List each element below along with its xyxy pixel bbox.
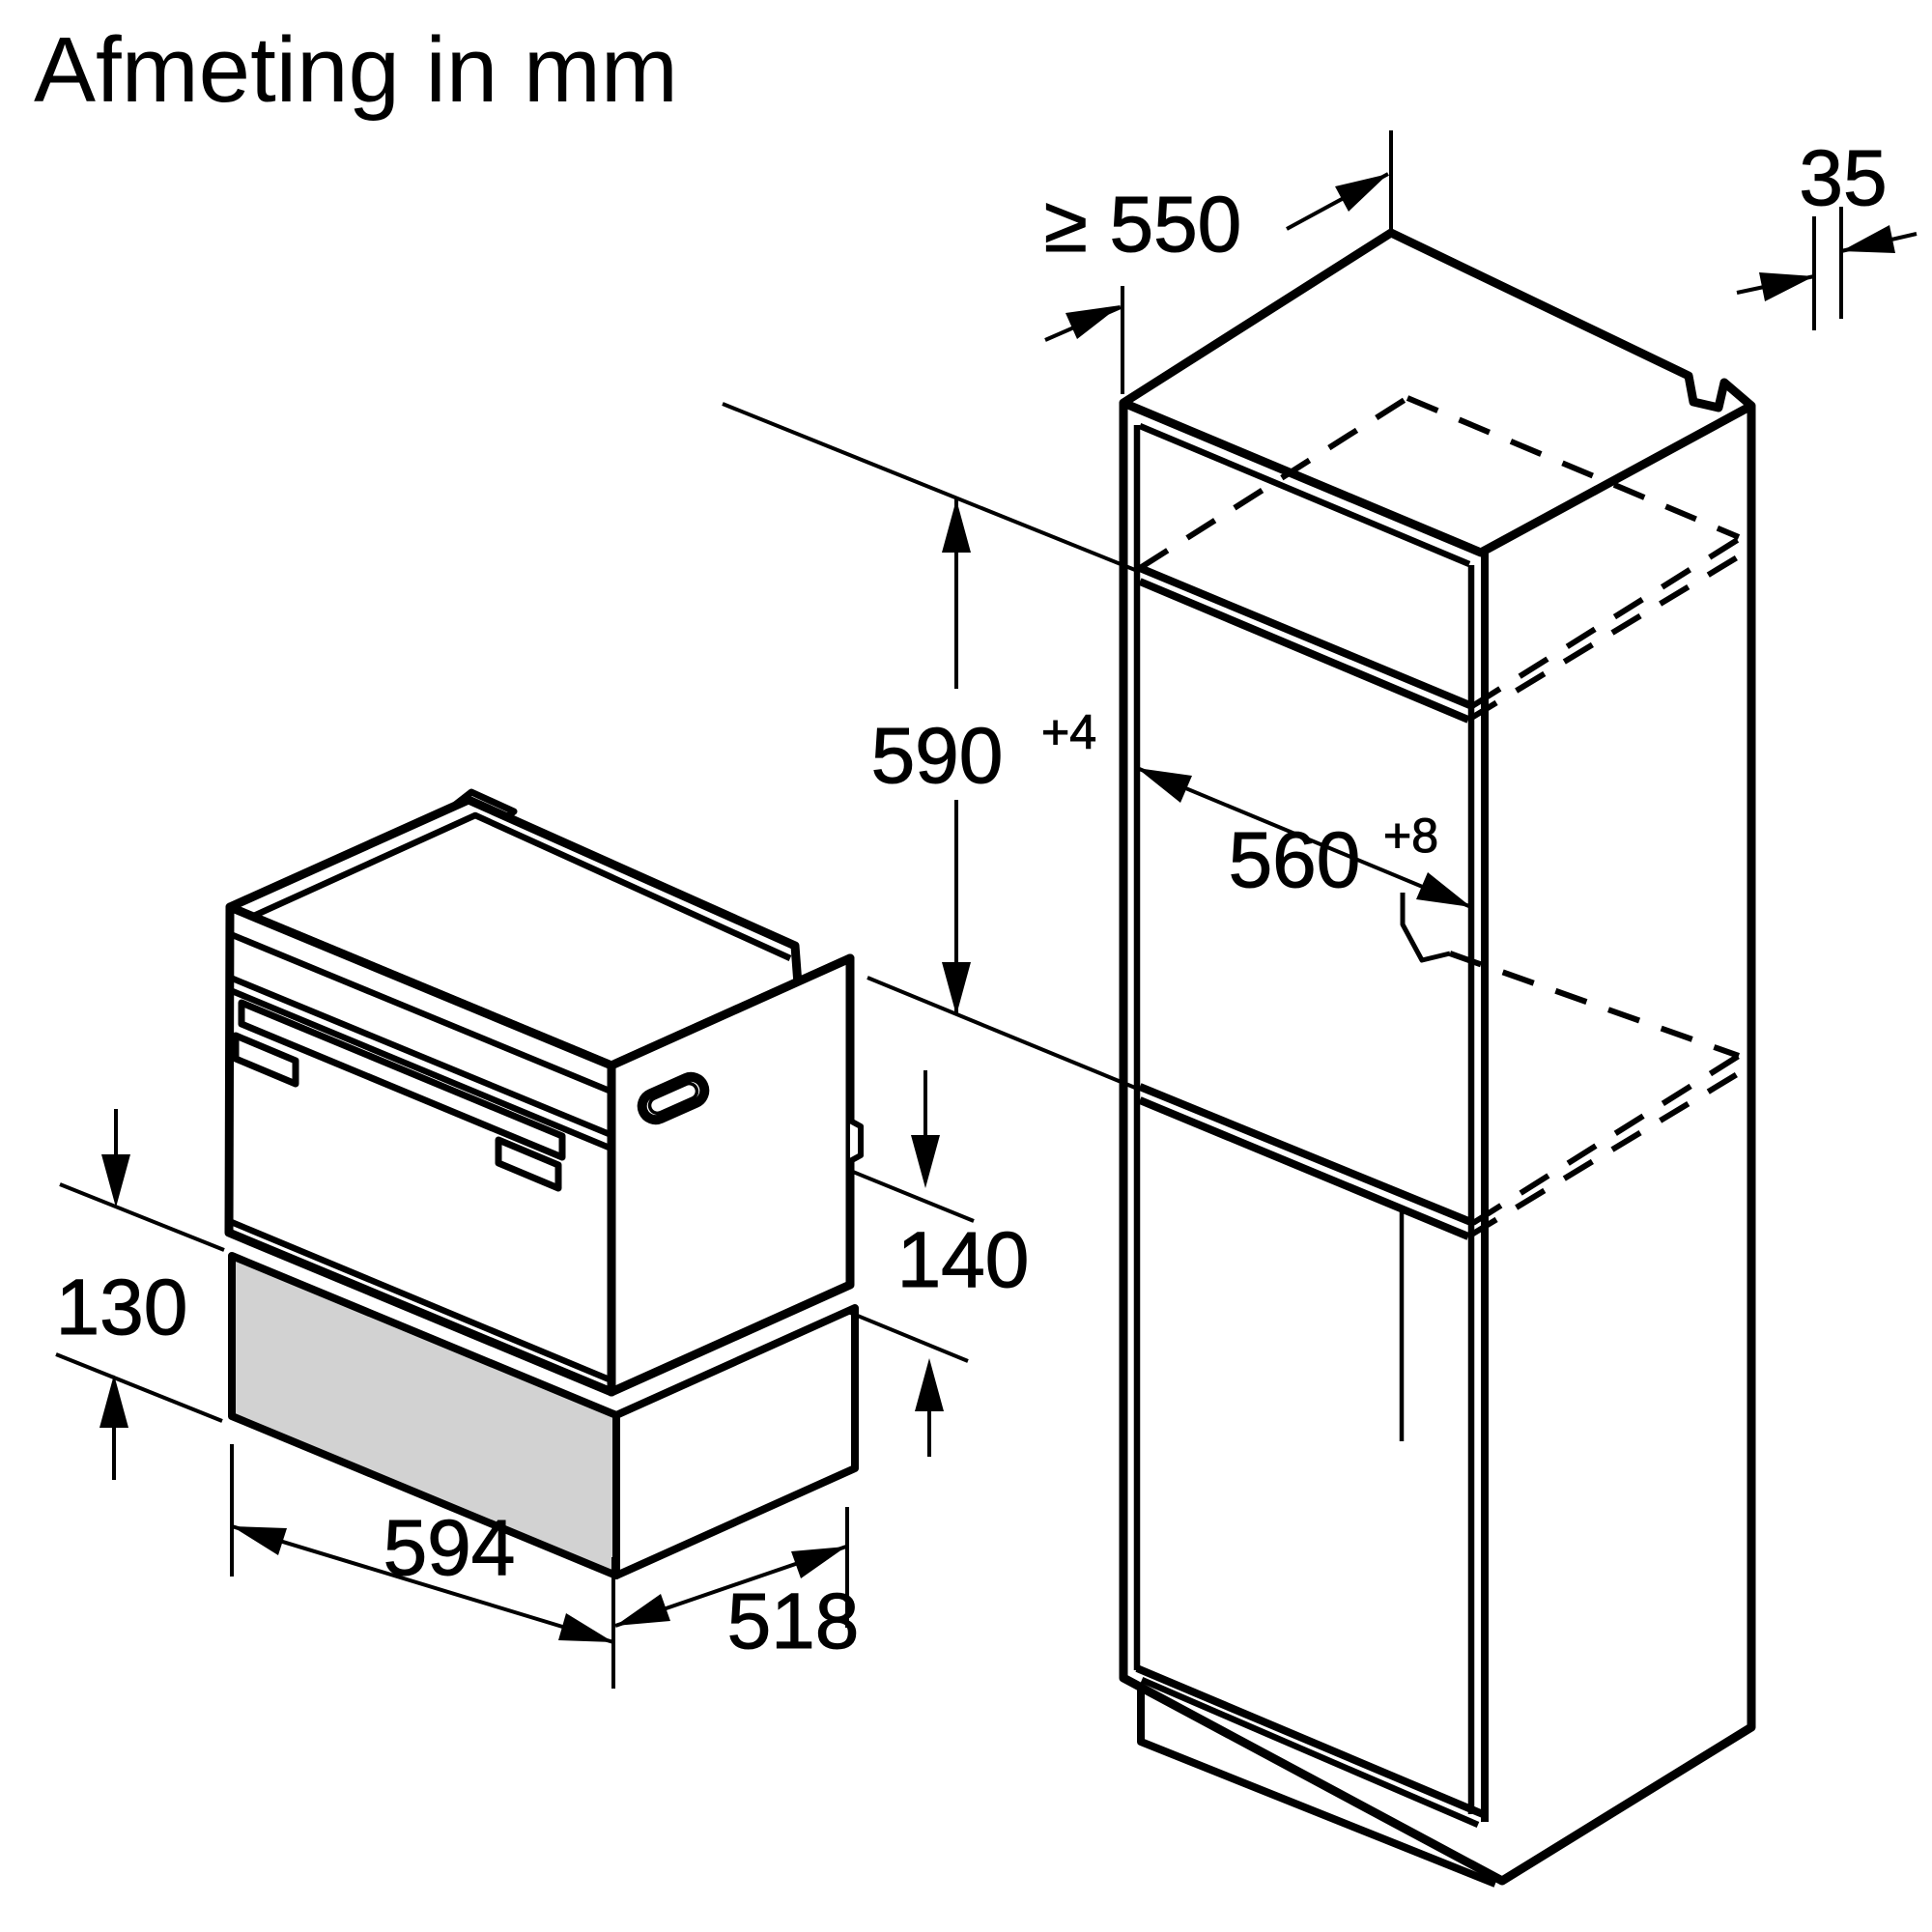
cabinet-floor-thickness [1140, 1677, 1480, 1828]
appliance-drawing [224, 788, 864, 1579]
dim-appliance-width-label: 594 [384, 1504, 516, 1592]
cabinet-drawing [1119, 228, 1756, 1888]
arrowhead [1841, 225, 1895, 253]
arrowhead [615, 1594, 670, 1626]
arrowhead [1335, 174, 1388, 212]
arrowhead [791, 1547, 846, 1578]
cabinet-plinth [1137, 1690, 1497, 1888]
arrowhead [1065, 305, 1121, 339]
dim-rear-gap-label: 35 [1799, 134, 1887, 222]
handle-left-standoff [232, 1032, 299, 1088]
arrowhead [101, 1154, 130, 1208]
handle-bar [238, 999, 566, 1161]
dim-niche-width: 560 +8 [1136, 766, 1472, 909]
appliance-door-top-line [228, 986, 613, 1152]
arrowhead [1759, 272, 1814, 301]
arrowhead [911, 1135, 940, 1188]
upper-shelf-back-hidden [1406, 395, 1741, 540]
dim-drawer-front-height: 130 [55, 1109, 225, 1480]
drawer-front-panel [228, 1252, 620, 1579]
hidden-shelf-edges [1138, 395, 1741, 1239]
appliance-frame-bottom-line [226, 973, 613, 1139]
upper-shelf-front-bottom [1138, 578, 1470, 724]
arrowhead [232, 1526, 287, 1555]
dim-niche-height: 590 +4 [722, 402, 1141, 1092]
dim-niche-width-tolerance: +8 [1383, 809, 1438, 863]
cabinet-top-face-edges [1122, 398, 1754, 557]
dim-drawer-niche-height-label: 140 [897, 1216, 1030, 1304]
arrowhead [942, 499, 971, 553]
dim-appliance-depth: 518 [614, 1507, 860, 1666]
dim-niche-height-value: 590 [871, 712, 1004, 800]
lower-shelf-front-top [1138, 1083, 1475, 1227]
lower-shelf-back-hidden [1448, 951, 1741, 1059]
grip-hole-icon [637, 1071, 710, 1125]
dim-rear-gap: 35 [1736, 134, 1918, 330]
dim-niche-height-tolerance: +4 [1041, 705, 1096, 759]
cabinet-floor-edge [1135, 1664, 1485, 1818]
dim-drawer-niche-height: 140 [847, 1070, 1030, 1457]
arrowhead [1416, 872, 1471, 907]
appliance-door-bottom-line [227, 1218, 613, 1383]
appliance-top-rim [243, 811, 792, 961]
dim-drawer-front-height-label: 130 [56, 1264, 188, 1351]
appliance-side-tab [848, 1118, 864, 1164]
dim-niche-depth: ≥ 550 [1043, 130, 1393, 394]
arrowhead [558, 1613, 613, 1642]
upper-shelf-front-top [1138, 564, 1474, 710]
dim-appliance-width: 594 [230, 1444, 615, 1689]
page-title: Afmeting in mm [34, 18, 678, 122]
appliance-frame-lip-line [226, 929, 613, 1095]
cabinet-top-inner-line [1138, 423, 1471, 567]
arrowhead [1137, 768, 1192, 803]
cabinet-body [1119, 228, 1756, 1886]
arrowhead [942, 962, 971, 1015]
lower-shelf-front-bottom [1138, 1096, 1470, 1240]
arrowhead [915, 1358, 944, 1411]
arrowhead [99, 1375, 128, 1428]
dimension-annotations: ≥ 550 35 590 +4 560 [55, 130, 1918, 1689]
dim-niche-depth-label: ≥ 550 [1044, 181, 1242, 269]
lower-shelf-notch [1400, 893, 1451, 963]
handle-right-standoff [495, 1136, 562, 1192]
dim-appliance-depth-label: 518 [727, 1577, 860, 1665]
dim-niche-width-value: 560 [1229, 816, 1361, 904]
appliance-side-face [607, 953, 855, 1397]
